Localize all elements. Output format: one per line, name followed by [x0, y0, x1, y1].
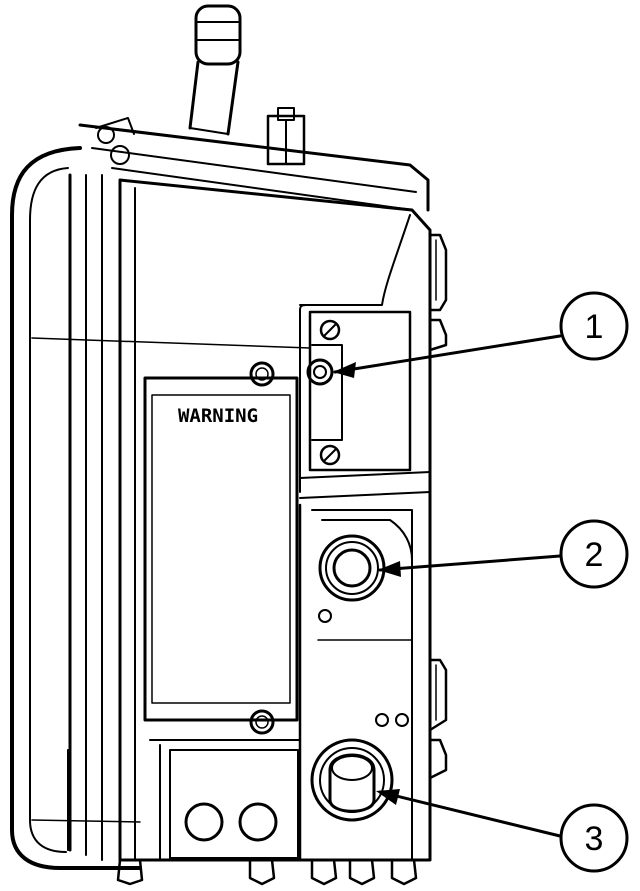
callout-3-label: 3	[585, 820, 604, 858]
main-body	[118, 178, 432, 862]
warning-label-panel	[143, 361, 299, 735]
callout-2-label: 2	[585, 536, 604, 574]
upper-port-panel	[306, 310, 412, 472]
antenna	[188, 4, 242, 136]
bottom-feet	[116, 858, 418, 886]
top-lid	[78, 117, 430, 212]
callout-2-arrowhead	[378, 561, 401, 577]
callout-1: 1	[559, 291, 629, 361]
warning-label-text: WARNING	[178, 405, 258, 427]
bottom-port-panel	[169, 713, 409, 859]
right-ribs	[428, 233, 448, 780]
callout-2: 2	[559, 519, 629, 589]
left-shell	[10, 146, 311, 870]
callout-3: 3	[559, 803, 629, 873]
callout-arrowheads	[333, 362, 401, 805]
callout-3-arrowhead	[376, 789, 400, 805]
callout-1-arrowhead	[333, 362, 356, 378]
callout-lines	[333, 334, 562, 838]
callout-1-label: 1	[585, 308, 604, 346]
top-connector	[266, 107, 306, 166]
